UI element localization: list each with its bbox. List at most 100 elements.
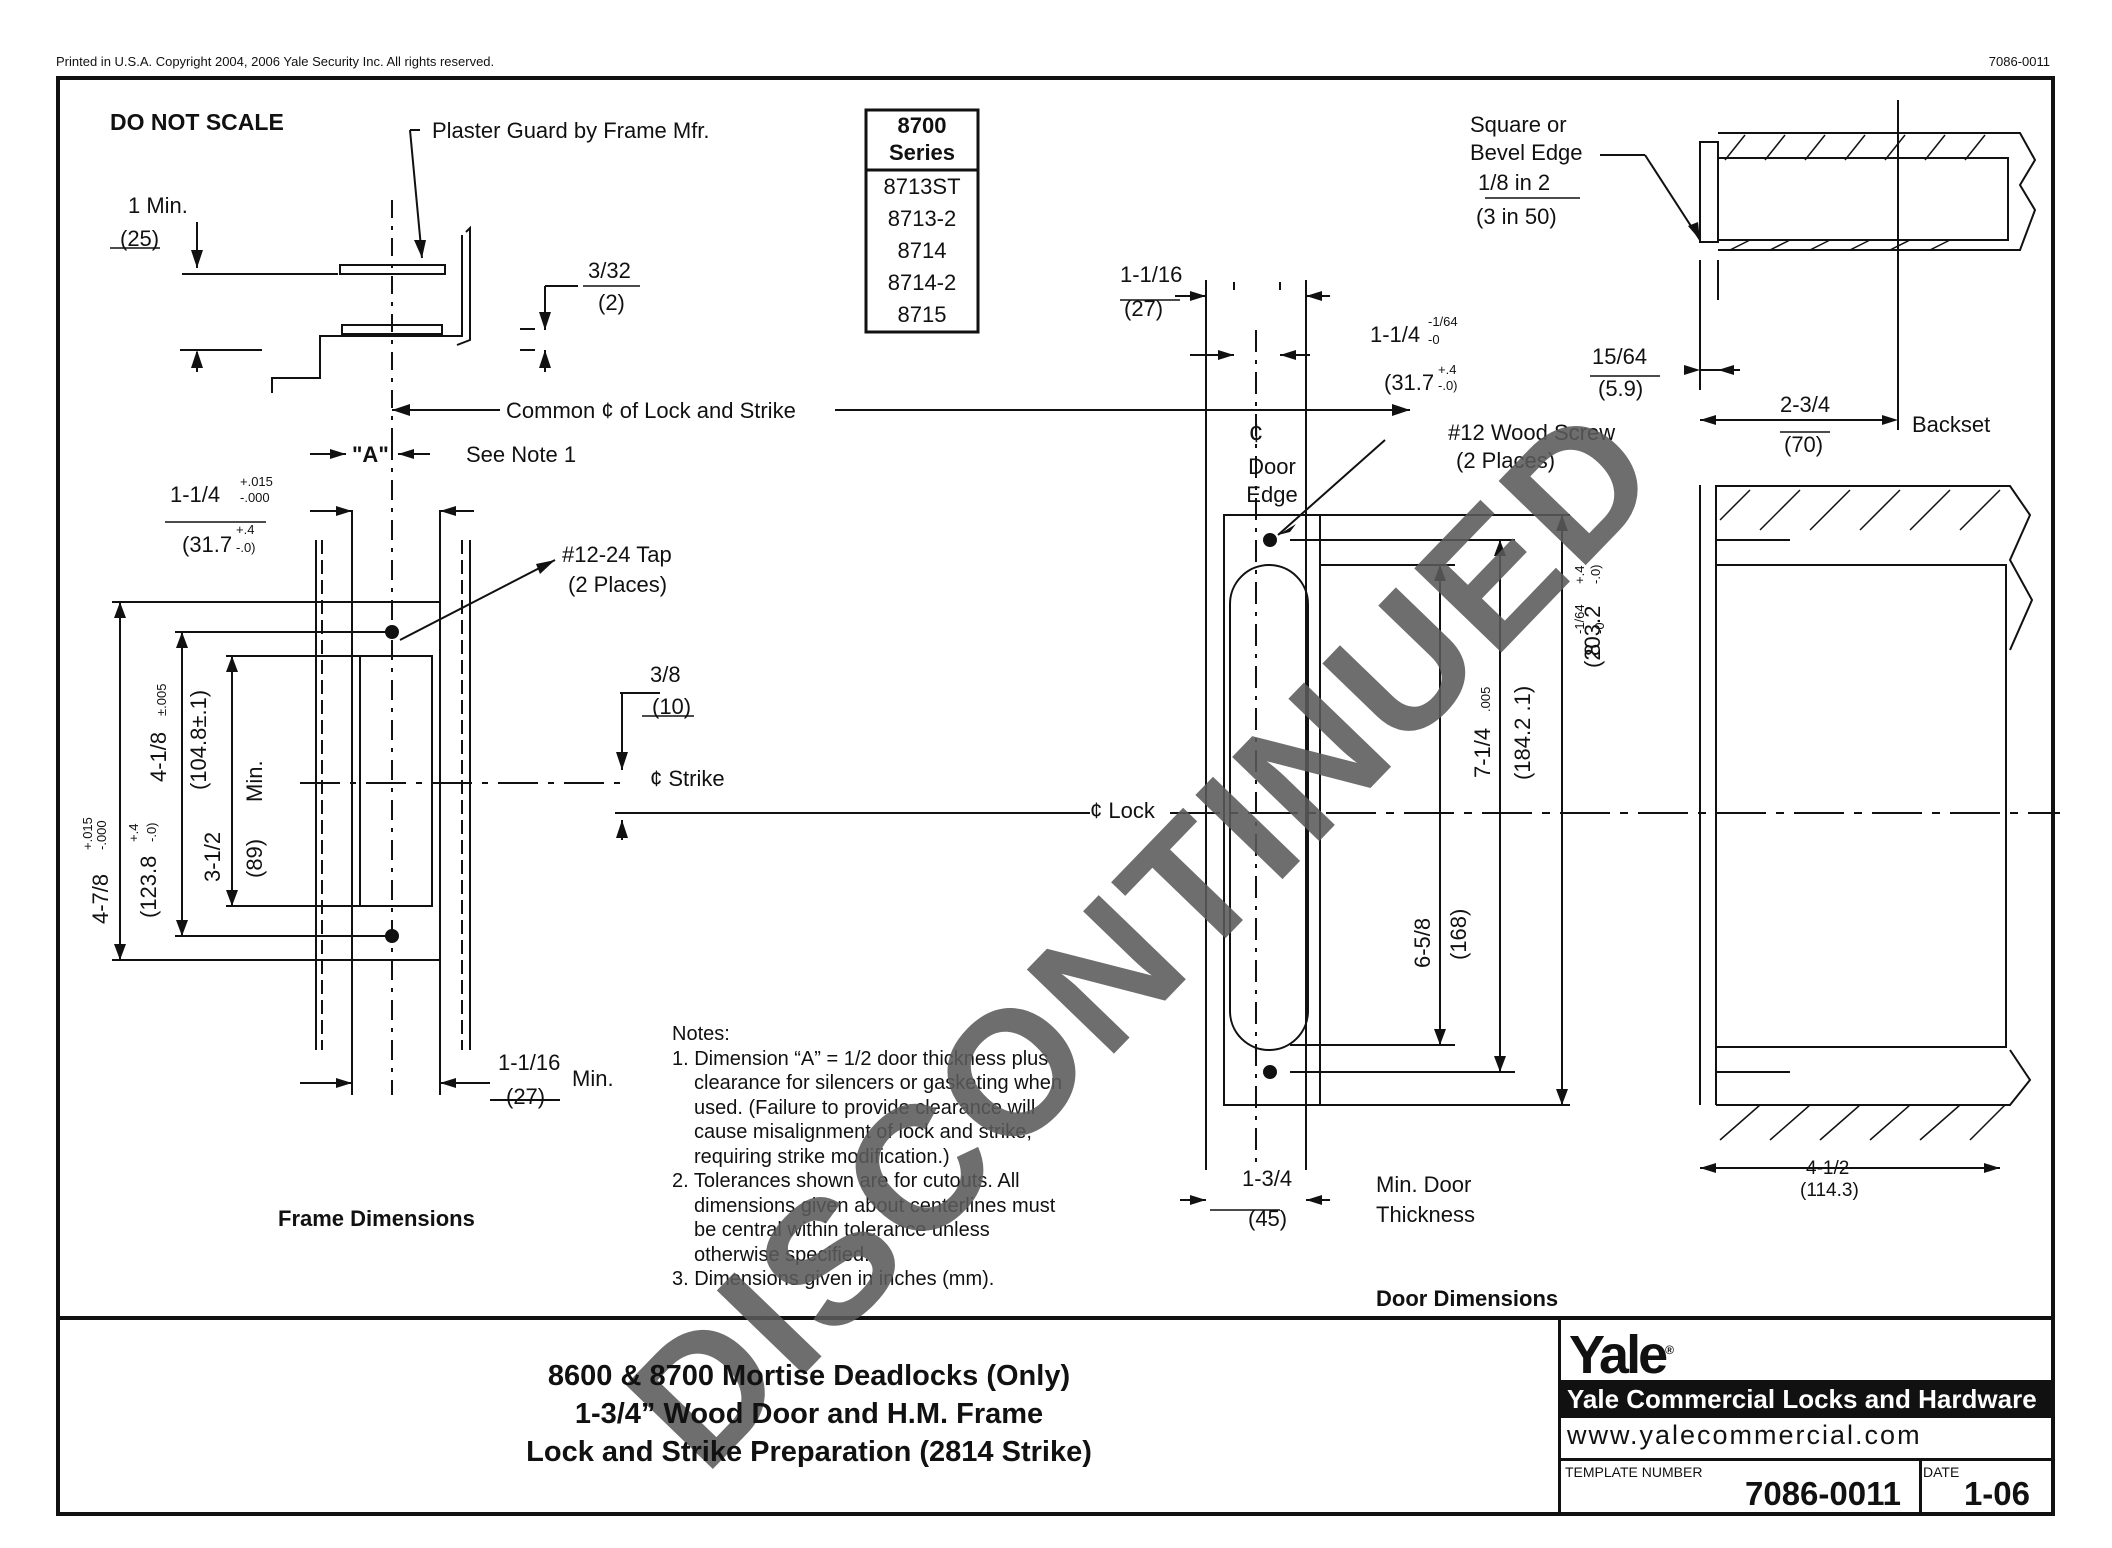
dim-1-1-4: 1-1/4: [170, 482, 220, 507]
note-3-line: 3. Dimensions given in inches (mm).: [672, 1268, 995, 1290]
tap-places-label: (2 Places): [568, 572, 667, 597]
tol-7-1-4: .005: [1478, 687, 1493, 712]
tol-015: +.015: [240, 474, 273, 489]
tol-0-door: -0: [1428, 332, 1440, 347]
note-1-line: used. (Failure to provide clearance will: [694, 1096, 1036, 1119]
dim-1-1-16-frame: 1-1/16: [498, 1050, 560, 1075]
template-row: TEMPLATE NUMBER 7086-0011 DATE 1-06: [1561, 1458, 2051, 1515]
door-edge-label-2: Edge: [1246, 482, 1297, 507]
tol-31-7-plus: +.4: [1438, 362, 1456, 377]
dim-31-7-door: (31.7: [1384, 370, 1434, 395]
brand-block: Yale® Yale Commercial Locks and Hardware…: [1558, 1318, 2051, 1515]
tol-8-zero: -0: [1592, 622, 1607, 634]
bevel-ratio-mm: (3 in 50): [1476, 204, 1557, 229]
series-row: 8713-2: [888, 206, 957, 231]
dim-3-1-2: 3-1/2: [200, 832, 225, 882]
dim-168: (168): [1446, 909, 1471, 960]
tol-4-7-8-plus: +.015: [80, 817, 95, 850]
series-table-title-2: Series: [889, 140, 955, 165]
common-centerline-label: Common ¢ of Lock and Strike: [506, 398, 796, 423]
dim-4-1-2: 4-1/2: [1806, 1158, 1849, 1179]
dim-104-8: (104.8±.1): [186, 690, 211, 790]
plaster-guard-label: Plaster Guard by Frame Mfr.: [432, 118, 710, 143]
dim-10: (10): [652, 694, 691, 719]
tol-203-2-plus: +.4: [1572, 566, 1587, 584]
tol-8: -1/64: [1572, 604, 1587, 634]
lock-centerline-label: ¢ Lock: [1090, 798, 1156, 823]
date-cell: DATE 1-06: [1919, 1461, 2048, 1515]
do-not-scale-label: DO NOT SCALE: [110, 109, 284, 135]
note-2-line: be central within tolerance unless: [694, 1219, 990, 1241]
dim-3-32-mm: (2): [598, 290, 625, 315]
dim-3-32: 3/32: [588, 258, 631, 283]
tol-123-8-minus: -.0): [144, 823, 159, 843]
dim-6-5-8: 6-5/8: [1410, 918, 1435, 968]
dim-89: (89): [242, 839, 267, 878]
dim-114-3: (114.3): [1800, 1180, 1859, 1201]
template-number-cell: TEMPLATE NUMBER 7086-0011: [1561, 1461, 1922, 1515]
dim-1-min-mm: (25): [120, 226, 159, 251]
tol-plus-4: +.4: [236, 522, 254, 537]
dim-184-2: (184.2 .1): [1510, 686, 1535, 780]
drawing-frame: [56, 76, 2055, 1516]
company-name: Yale Commercial Locks and Hardware: [1561, 1380, 2051, 1418]
door-edge-label-1: Door: [1248, 454, 1296, 479]
dim-7-1-4: 7-1/4: [1470, 728, 1495, 778]
dim-70: (70): [1784, 432, 1823, 457]
dim-a-label: "A": [352, 442, 389, 467]
website-link[interactable]: www.yalecommercial.com: [1567, 1420, 1922, 1450]
note-1-line: 1. Dimension “A” = 1/2 door thickness pl…: [672, 1047, 1049, 1070]
dim-123-8: (123.8: [136, 856, 161, 918]
dim-27-door: (27): [1124, 296, 1163, 321]
tol-31-7-minus: -.0): [1438, 378, 1458, 393]
note-2-line: 2. Tolerances shown are for cutouts. All: [672, 1170, 1020, 1192]
notes-heading: Notes:: [672, 1023, 730, 1045]
door-dimensions-label: Door Dimensions: [1376, 1286, 1558, 1311]
dim-3-8: 3/8: [650, 662, 681, 687]
square-bevel-label-1: Square or: [1470, 112, 1567, 137]
notes-block: Notes: 1. Dimension “A” = 1/2 door thick…: [672, 1022, 1112, 1292]
tol-123-8-plus: +.4: [126, 824, 141, 842]
tol-minus-0: -.0): [236, 540, 256, 555]
tol-4-7-8-minus: -.000: [94, 820, 109, 850]
series-row: 8715: [898, 302, 947, 327]
title-line: Lock and Strike Preparation (2814 Strike…: [526, 1436, 1092, 1468]
note-1-line: cause misalignment of lock and strike,: [694, 1121, 1032, 1143]
min-door-thickness-2: Thickness: [1376, 1202, 1475, 1227]
dim-min-label: Min.: [242, 760, 267, 802]
dim-1-min: 1 Min.: [128, 193, 188, 218]
header-doc-number: 7086-0011: [1988, 54, 2050, 69]
tol-005: ±.005: [154, 684, 169, 716]
date-value: 1-06: [1963, 1475, 2030, 1512]
yale-logo: Yale®: [1569, 1325, 1674, 1385]
wood-screw-places-label: (2 Places): [1456, 448, 1555, 473]
dim-203-2: (203.2: [1580, 606, 1605, 668]
title-line: 1-3/4” Wood Door and H.M. Frame: [574, 1398, 1044, 1430]
see-note-1-label: See Note 1: [466, 442, 576, 467]
frame-dimensions-label: Frame Dimensions: [278, 1206, 475, 1231]
dim-5-9: (5.9): [1598, 376, 1643, 401]
dim-2-3-4: 2-3/4: [1780, 392, 1830, 417]
date-label: DATE: [1923, 1464, 1960, 1480]
wood-screw-label: #12 Wood Screw: [1448, 420, 1615, 445]
bevel-ratio: 1/8 in 2: [1478, 170, 1550, 195]
series-row: 8714-2: [888, 270, 957, 295]
copyright-line: Printed in U.S.A. Copyright 2004, 2006 Y…: [56, 54, 495, 69]
dim-45: (45): [1248, 1206, 1287, 1231]
dim-1-1-16-door: 1-1/16: [1120, 262, 1182, 287]
series-row: 8714: [898, 238, 947, 263]
square-bevel-label-2: Bevel Edge: [1470, 140, 1583, 165]
series-table-title-1: 8700: [898, 113, 947, 138]
title-block: 8600 & 8700 Mortise Deadlocks (Only) 1-3…: [60, 1318, 1558, 1510]
dim-1-3-4: 1-3/4: [1242, 1166, 1292, 1191]
dim-15-64: 15/64: [1592, 344, 1647, 369]
backset-label: Backset: [1912, 412, 1990, 437]
note-2-line: otherwise specified.: [694, 1243, 870, 1266]
template-number: 7086-0011: [1745, 1475, 1901, 1512]
note-1-line: clearance for silencers or gasketing whe…: [694, 1072, 1062, 1094]
tol-203-2-minus: -.0): [1588, 565, 1603, 585]
tap-label: #12-24 Tap: [562, 542, 672, 567]
series-row: 8713ST: [883, 174, 960, 199]
min-door-thickness-1: Min. Door: [1376, 1172, 1471, 1197]
dim-31-7: (31.7: [182, 532, 232, 557]
